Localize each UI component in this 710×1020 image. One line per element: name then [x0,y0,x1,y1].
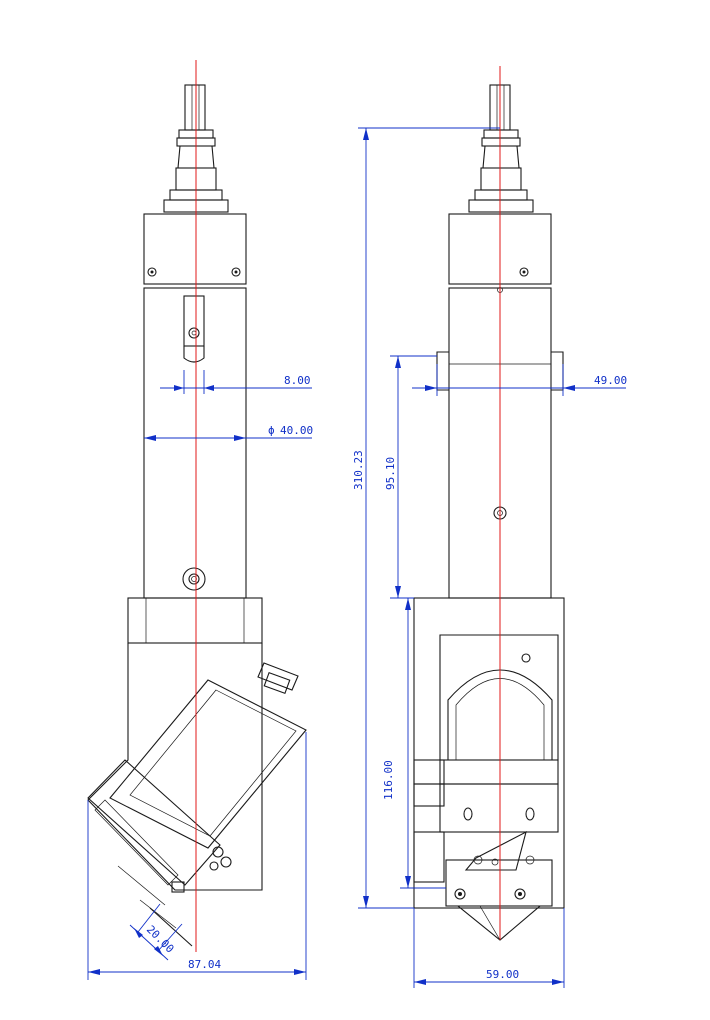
dim-side-total-height: 310.23 [352,450,365,490]
side-housing [413,597,565,941]
front-angled-cylinder [87,662,307,947]
dim-front-offset: 8.00 [284,374,311,387]
dim-front-diameter: 40.00 [280,424,313,437]
dim-side-upper-height: 95.10 [384,457,397,490]
dim-side-lower-height: 116.00 [382,760,395,800]
dim-front-width: 87.04 [188,958,221,971]
dim-diameter-symbol: ϕ [268,424,275,437]
side-connector [468,84,534,213]
front-body-tube [143,287,247,599]
front-view [87,84,307,947]
side-dimensions: 310.23 95.10 116.00 49.00 59.00 [352,127,627,988]
front-housing-block [87,597,263,891]
dim-side-base-width: 59.00 [486,968,519,981]
side-view [413,84,565,941]
dim-side-flange-width: 49.00 [594,374,627,387]
front-top-cap [143,213,247,289]
front-dimensions: 8.00 ϕ 40.00 87.04 20.00 [87,370,313,980]
